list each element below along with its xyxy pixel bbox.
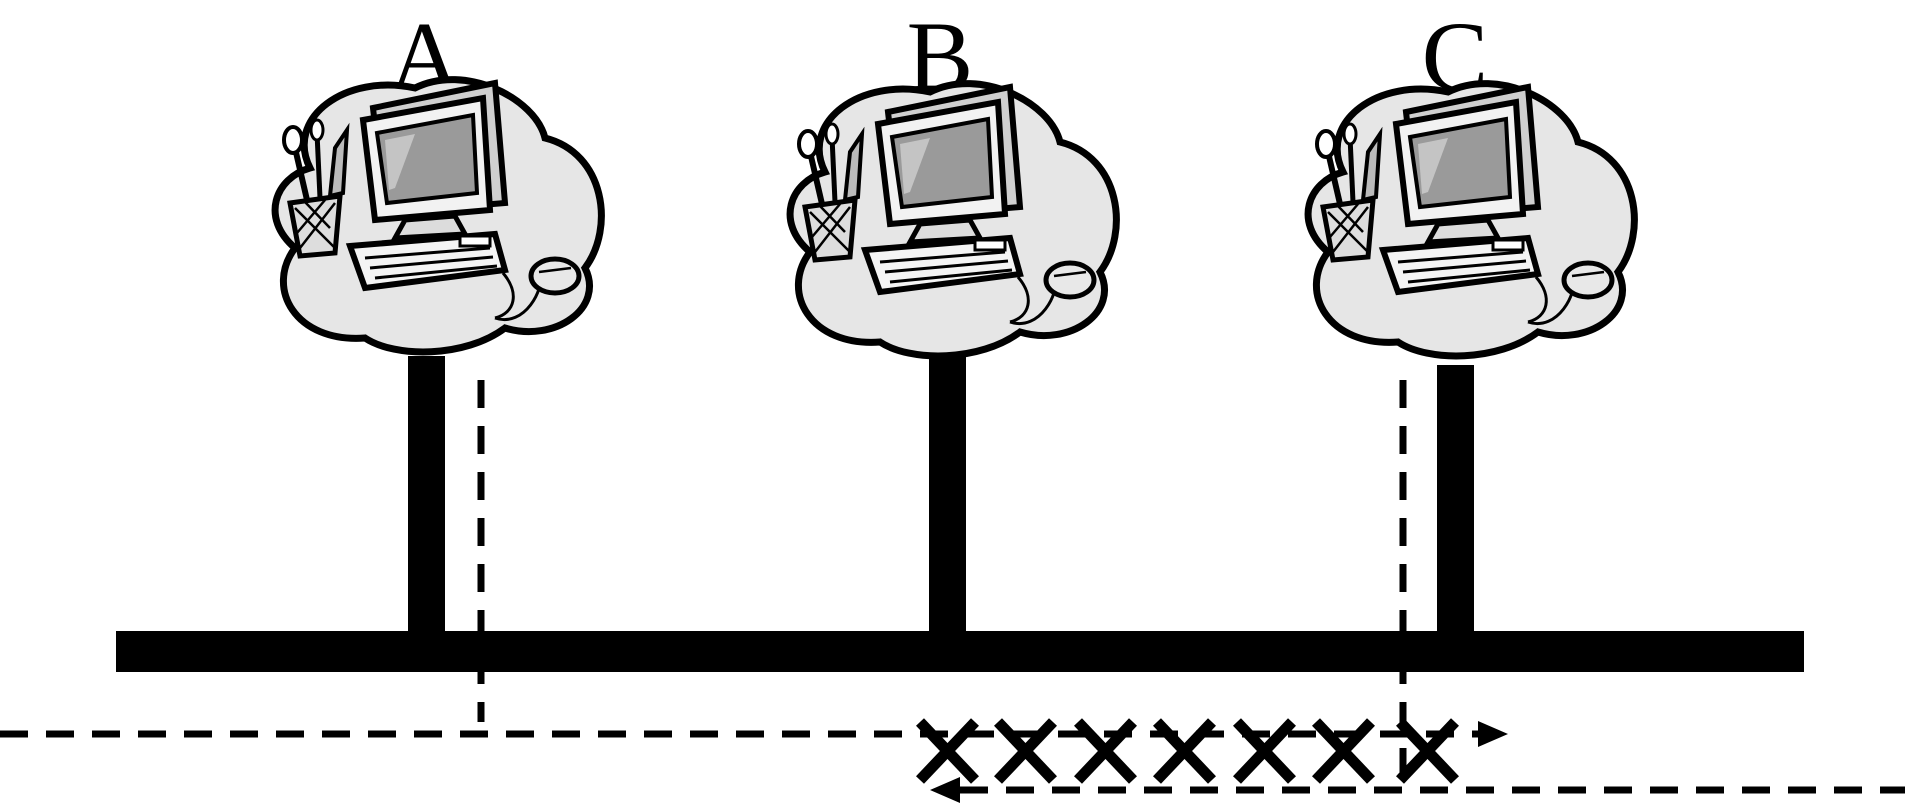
collision-marks: [916, 718, 1459, 784]
computer-icon-c: [1308, 84, 1634, 356]
arrow-head-right: [1478, 721, 1508, 747]
signal-path-a: [0, 380, 1480, 738]
signal-path-c: [960, 380, 1905, 794]
drop-cable-c: [1437, 365, 1474, 641]
drop-cable-b: [929, 356, 966, 641]
computer-icon-b: [790, 84, 1116, 356]
drop-cable-a: [408, 356, 445, 641]
shared-bus: [116, 631, 1804, 672]
computer-icon-a: [275, 80, 601, 352]
arrow-head-left: [930, 777, 960, 803]
